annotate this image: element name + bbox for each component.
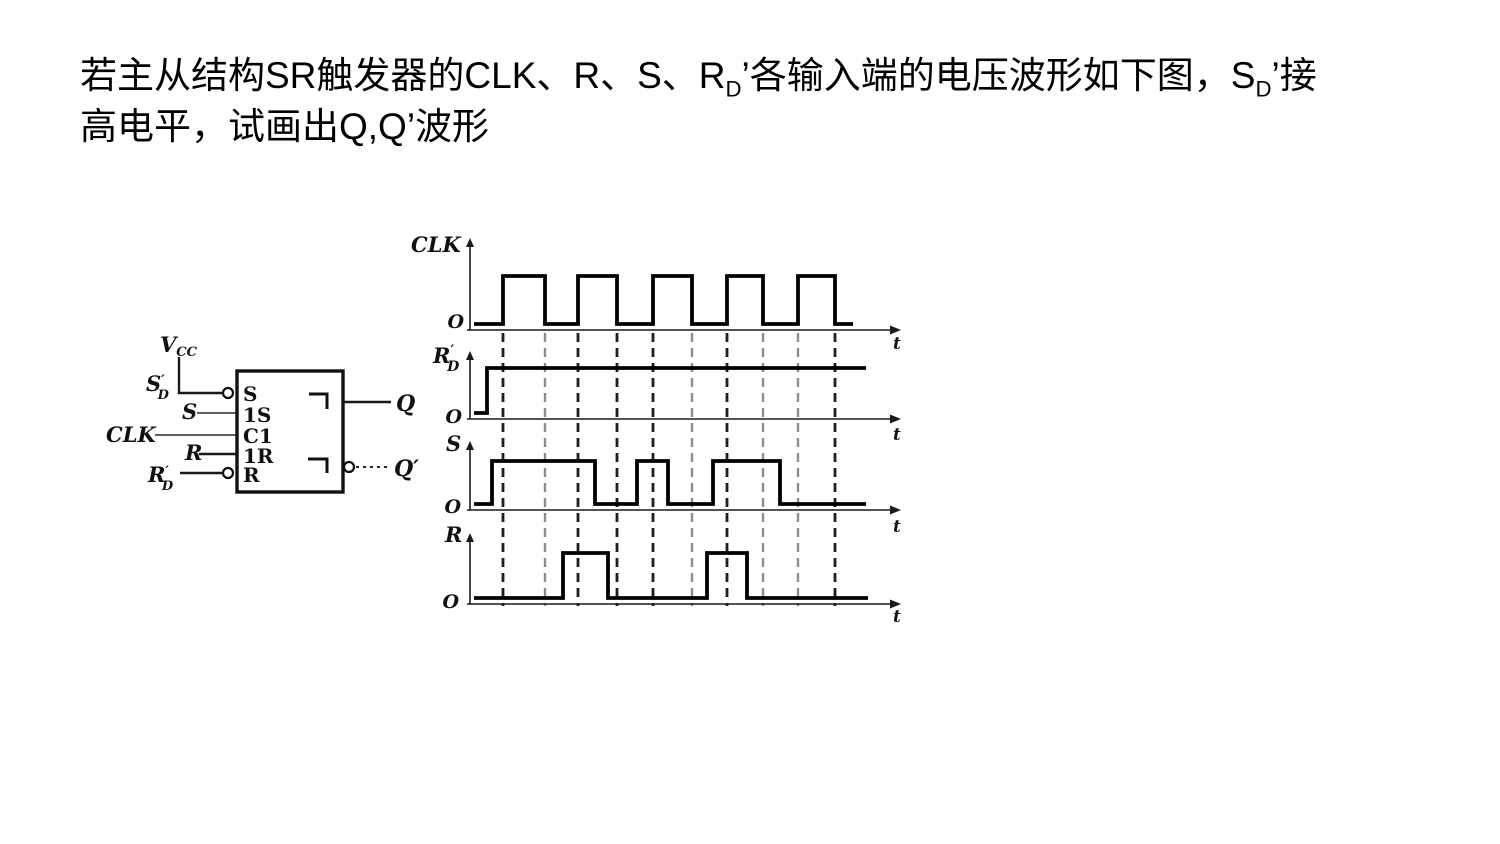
q-output-label: Q bbox=[396, 391, 415, 417]
up-arrow-icon bbox=[466, 441, 474, 450]
right-arrow-icon bbox=[890, 599, 901, 609]
origin-label: O bbox=[444, 496, 461, 518]
vcc-wire bbox=[177, 357, 222, 395]
right-arrow-icon bbox=[890, 505, 901, 515]
flipflop-body bbox=[235, 369, 345, 494]
origin-label: O bbox=[442, 591, 459, 613]
question-title: 若主从结构SR触发器的CLK、R、S、RD’各输入端的电压波形如下图，SD’接 … bbox=[80, 50, 1420, 152]
time-label: t bbox=[893, 517, 901, 537]
right-arrow-icon bbox=[890, 325, 901, 335]
qbar-inversion-bubble bbox=[342, 460, 356, 474]
timing-panel-clk: CLK Ot bbox=[411, 232, 901, 354]
right-arrow-icon bbox=[890, 414, 901, 424]
waveform-rd-prime bbox=[474, 366, 866, 415]
time-label: t bbox=[893, 334, 901, 354]
waveform-clk bbox=[474, 274, 853, 326]
timing-panel-s: S Ot bbox=[444, 431, 901, 537]
up-arrow-icon bbox=[466, 238, 474, 247]
timing-panel-rd-prime: R′D Ot bbox=[432, 343, 901, 445]
rd-inversion-bubble bbox=[221, 466, 235, 480]
waveform-r bbox=[474, 551, 868, 600]
postponed-output-hook-icon bbox=[308, 457, 329, 473]
postponed-output-hook-icon bbox=[309, 392, 329, 409]
title-subscript: D bbox=[1255, 76, 1272, 102]
up-arrow-icon bbox=[466, 351, 474, 360]
clk-input-label: CLK bbox=[106, 422, 156, 447]
clock-edge-dashed-lines bbox=[501, 333, 837, 606]
time-label: t bbox=[893, 607, 901, 627]
signal-label-s: S bbox=[446, 431, 461, 456]
sd-prime-input-label: S′D bbox=[146, 371, 170, 403]
pin-1s-label: 1S bbox=[243, 403, 271, 427]
rd-prime-input-label: R′D bbox=[147, 462, 174, 494]
signal-label-rd-prime: R′D bbox=[432, 343, 460, 375]
r-input-label: R bbox=[184, 440, 202, 465]
pin-c1-label: C1 bbox=[243, 424, 273, 448]
vcc-label: VCC bbox=[160, 332, 198, 360]
question-title-line2: 高电平，试画出Q,Q’波形 bbox=[80, 106, 490, 147]
question-title-line1: 若主从结构SR触发器的CLK、R、S、RD’各输入端的电压波形如下图，SD’接 bbox=[80, 50, 1420, 101]
pin-1r-label: 1R bbox=[243, 444, 274, 468]
waveform-s bbox=[474, 459, 866, 506]
title-text: 若主从结构SR触发器的CLK、R、S、R bbox=[80, 55, 726, 96]
signal-label-r: R bbox=[444, 522, 462, 547]
title-text: ’接 bbox=[1271, 55, 1317, 96]
title-text: ’各输入端的电压波形如下图，S bbox=[741, 55, 1256, 96]
up-arrow-icon bbox=[466, 533, 474, 542]
pin-r-label: R bbox=[243, 463, 260, 487]
signal-label-clk: CLK bbox=[411, 232, 461, 257]
title-subscript: D bbox=[725, 76, 742, 102]
flipflop-circuit: VCC S′D S CLK R R′D S 1S C1 1R R bbox=[106, 332, 419, 494]
origin-label: O bbox=[447, 311, 464, 333]
pin-s-label: S bbox=[243, 382, 257, 406]
qbar-output-label: Q′ bbox=[394, 456, 419, 482]
sd-inversion-bubble bbox=[221, 386, 235, 400]
timing-panel-r: R Ot bbox=[442, 522, 901, 627]
s-input-label: S bbox=[182, 399, 197, 424]
time-label: t bbox=[893, 425, 901, 445]
origin-label: O bbox=[445, 406, 462, 428]
